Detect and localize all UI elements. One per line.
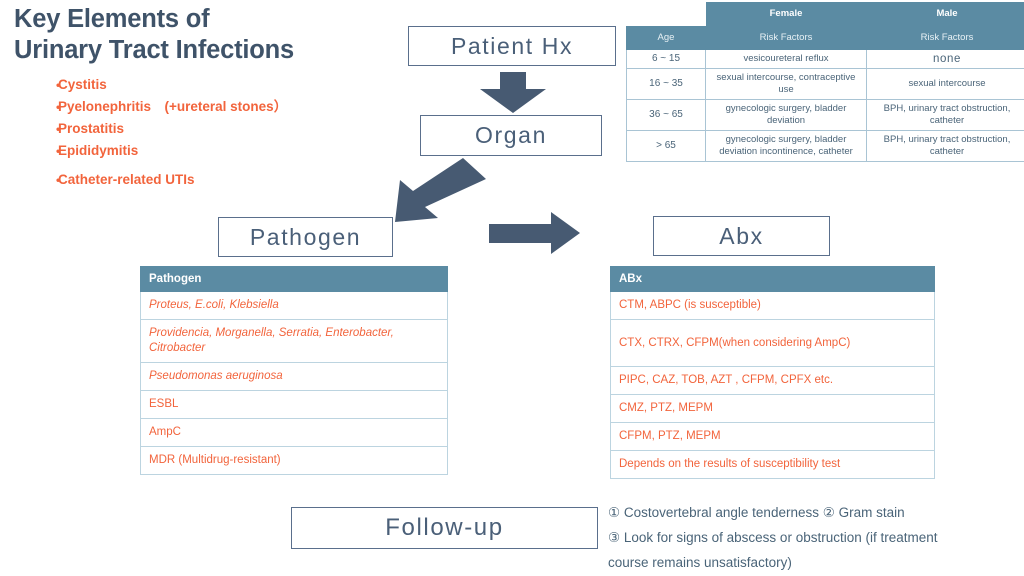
page-title-line-2: Urinary Tract Infections (14, 36, 295, 64)
table-row: Proteus, E.coli, Klebsiella (140, 291, 448, 320)
footnote-line-1: ① Costovertebral angle tenderness ② Gram… (608, 505, 905, 520)
table-row: CFPM, PTZ, MEPM (610, 422, 935, 451)
table-row: > 65 gynecologic surgery, bladder deviat… (626, 130, 1024, 162)
list-item-label: Catheter-related UTIs (58, 172, 195, 187)
pathogen-cell: Pseudomonas aeruginosa (140, 362, 448, 391)
title-block: Key Elements of Urinary Tract Infections… (14, 4, 414, 191)
list-item: • Prostatitis (14, 118, 414, 140)
risk-subheader-age: Age (626, 25, 706, 50)
risk-subheader-male: Risk Factors (866, 25, 1024, 50)
table-row: CTX, CTRX, CFPM(when considering AmpC) (610, 319, 935, 367)
risk-header-female: Female (705, 2, 867, 26)
risk-header-male: Male (866, 2, 1024, 26)
footnotes-block: ① Costovertebral angle tenderness ② Gram… (608, 500, 1024, 575)
list-item: • Catheter-related UTIs (14, 169, 414, 191)
list-item: • Epididymitis (14, 140, 414, 162)
footnote-line-3: course remains unsatisfactory) (608, 555, 792, 570)
table-row: Providencia, Morganella, Serratia, Enter… (140, 319, 448, 363)
risk-factors-table: Female Male Age Risk Factors Risk Factor… (626, 2, 1024, 162)
list-item: • Cystitis (14, 74, 414, 96)
bullet-point-icon: • (56, 144, 61, 158)
risk-cell-female: sexual intercourse, contraceptive use (705, 68, 867, 100)
risk-cell-male: BPH, urinary tract obstruction, catheter (866, 99, 1024, 131)
abx-cell: CMZ, PTZ, MEPM (610, 394, 935, 423)
arrow-right-icon (489, 212, 580, 254)
uti-type-list: • Cystitis • Pyelonephritis (+ureteral s… (14, 74, 414, 191)
table-row: 16 ~ 35 sexual intercourse, contraceptiv… (626, 68, 1024, 100)
flow-box-organ: Organ (420, 115, 602, 156)
abx-cell: CTX, CTRX, CFPM(when considering AmpC) (610, 319, 935, 367)
page-title-line-1: Key Elements of (14, 5, 210, 33)
list-item-label: Pyelonephritis (+ureteral stones） (58, 99, 288, 114)
pathogen-table: Pathogen Proteus, E.coli, Klebsiella Pro… (140, 266, 448, 475)
table-header-row: Female Male (626, 2, 1024, 26)
risk-cell-age: > 65 (626, 130, 706, 162)
bullet-point-icon: • (56, 173, 61, 187)
table-header-row: Pathogen (140, 266, 448, 292)
pathogen-table-header: Pathogen (140, 266, 448, 292)
risk-cell-male: sexual intercourse (866, 68, 1024, 100)
pathogen-cell: AmpC (140, 418, 448, 447)
pathogen-cell: MDR (Multidrug-resistant) (140, 446, 448, 475)
table-row: CMZ, PTZ, MEPM (610, 394, 935, 423)
bullet-point-icon: • (56, 78, 61, 92)
footnote-line-2: ③ Look for signs of abscess or obstructi… (608, 530, 938, 545)
bullet-point-icon: • (56, 100, 61, 114)
list-item-label: Prostatitis (58, 121, 125, 136)
risk-cell-age: 6 ~ 15 (626, 49, 706, 69)
risk-cell-female: vesicoureteral reflux (705, 49, 867, 69)
table-row: 36 ~ 65 gynecologic surgery, bladder dev… (626, 99, 1024, 131)
abx-cell: Depends on the results of susceptibility… (610, 450, 935, 479)
risk-cell-age: 16 ~ 35 (626, 68, 706, 100)
table-header-row: ABx (610, 266, 935, 292)
pathogen-cell: Proteus, E.coli, Klebsiella (140, 291, 448, 320)
risk-subheader-female: Risk Factors (705, 25, 867, 50)
list-item-label: Epididymitis (58, 143, 139, 158)
table-row: MDR (Multidrug-resistant) (140, 446, 448, 475)
bullet-point-icon: • (56, 122, 61, 136)
risk-header-blank (626, 2, 706, 26)
table-row: Pseudomonas aeruginosa (140, 362, 448, 391)
list-item: • Pyelonephritis (+ureteral stones） (14, 96, 414, 118)
arrow-down-icon (480, 72, 546, 113)
abx-cell: CFPM, PTZ, MEPM (610, 422, 935, 451)
flow-box-pathogen: Pathogen (218, 217, 393, 257)
table-row: CTM, ABPC (is susceptible) (610, 291, 935, 320)
risk-cell-male: BPH, urinary tract obstruction, catheter (866, 130, 1024, 162)
table-row: Depends on the results of susceptibility… (610, 450, 935, 479)
flow-box-followup: Follow-up (291, 507, 598, 549)
abx-cell: CTM, ABPC (is susceptible) (610, 291, 935, 320)
risk-cell-female: gynecologic surgery, bladder deviation (705, 99, 867, 131)
table-row: ESBL (140, 390, 448, 419)
risk-cell-age: 36 ~ 65 (626, 99, 706, 131)
abx-table: ABx CTM, ABPC (is susceptible) CTX, CTRX… (610, 266, 935, 479)
arrow-diagonal-down-left-icon (395, 158, 486, 222)
abx-table-header: ABx (610, 266, 935, 292)
table-row: 6 ~ 15 vesicoureteral reflux none (626, 49, 1024, 69)
risk-cell-male: none (866, 49, 1024, 69)
pathogen-cell: Providencia, Morganella, Serratia, Enter… (140, 319, 448, 363)
table-row: PIPC, CAZ, TOB, AZT , CFPM, CPFX etc. (610, 366, 935, 395)
risk-cell-female: gynecologic surgery, bladder deviation i… (705, 130, 867, 162)
list-item-label: Cystitis (58, 77, 107, 92)
flow-box-abx: Abx (653, 216, 830, 256)
flow-box-patient-hx: Patient Hx (408, 26, 616, 66)
pathogen-cell: ESBL (140, 390, 448, 419)
table-subheader-row: Age Risk Factors Risk Factors (626, 25, 1024, 50)
abx-cell: PIPC, CAZ, TOB, AZT , CFPM, CPFX etc. (610, 366, 935, 395)
table-row: AmpC (140, 418, 448, 447)
